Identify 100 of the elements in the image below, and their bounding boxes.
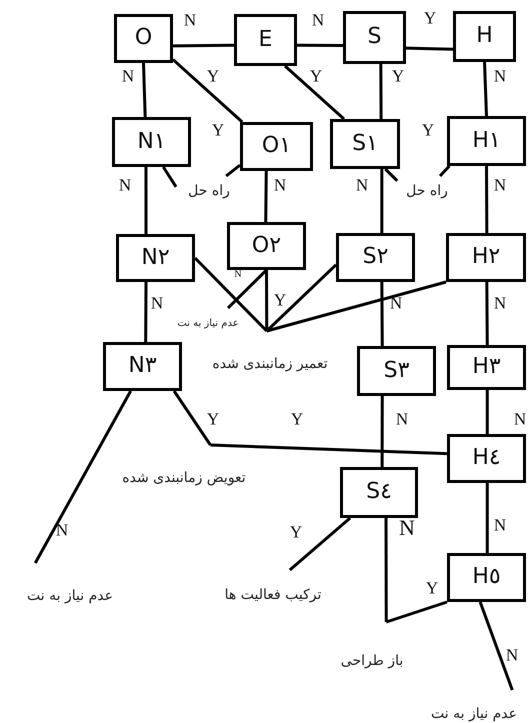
edge-label: N bbox=[184, 12, 196, 28]
outcome-text: عدم نیاز به نت bbox=[431, 706, 517, 723]
connector-line bbox=[485, 282, 489, 346]
edge-label: Y bbox=[424, 10, 436, 26]
connector-line bbox=[34, 390, 132, 564]
connector-line bbox=[384, 518, 388, 622]
edge-label: N bbox=[494, 294, 506, 312]
process-box bbox=[447, 434, 526, 483]
outcome-text: باز طراحی bbox=[340, 653, 404, 670]
connector-line bbox=[384, 168, 398, 182]
connector-line bbox=[210, 444, 448, 456]
connector-line bbox=[225, 164, 241, 178]
box-label: H١ bbox=[472, 128, 501, 154]
edge-label: N bbox=[234, 270, 242, 280]
connector-line bbox=[380, 396, 384, 467]
edge-label: N bbox=[396, 410, 408, 428]
box-label: N٢ bbox=[141, 244, 170, 272]
edge-label: N bbox=[356, 176, 368, 194]
process-box bbox=[343, 11, 406, 64]
connector-line bbox=[438, 164, 450, 178]
connector-line bbox=[485, 166, 488, 233]
process-box bbox=[240, 122, 313, 171]
box-label: O bbox=[134, 25, 152, 52]
process-box bbox=[447, 116, 526, 166]
connector-line bbox=[144, 167, 148, 234]
box-label: H٢ bbox=[472, 244, 500, 271]
connector-line bbox=[296, 44, 344, 47]
connector-line bbox=[478, 601, 514, 691]
box-label: H٥ bbox=[472, 564, 501, 591]
outcome-text: عدم نیاز به نت bbox=[177, 318, 239, 330]
connector-line bbox=[379, 64, 383, 120]
edge-label: N bbox=[399, 517, 415, 539]
box-label: S٤ bbox=[366, 479, 392, 506]
box-label: S bbox=[368, 24, 382, 51]
edge-label: N bbox=[494, 176, 506, 194]
box-label: S٢ bbox=[362, 244, 388, 271]
box-label: H bbox=[476, 23, 493, 50]
edge-label: N bbox=[494, 68, 506, 84]
edge-label: Y bbox=[422, 122, 434, 138]
connector-line bbox=[486, 483, 489, 553]
edge-label: N bbox=[514, 410, 526, 428]
connector-line bbox=[194, 256, 268, 332]
edge-label: Y bbox=[392, 68, 404, 84]
connector-line bbox=[172, 390, 212, 446]
process-box bbox=[234, 14, 297, 66]
outcome-text: ترکیب فعالیت ها bbox=[224, 587, 322, 604]
process-box bbox=[227, 222, 306, 270]
edge-label: N bbox=[56, 522, 68, 538]
connector-line bbox=[406, 46, 454, 51]
connector-line bbox=[162, 166, 178, 188]
edge-label: Y bbox=[310, 68, 322, 84]
edge-label: Y bbox=[274, 292, 286, 308]
edge-label: Y bbox=[426, 580, 438, 596]
edge-label: Y bbox=[290, 410, 304, 428]
box-label: N١ bbox=[137, 128, 166, 156]
process-box bbox=[453, 11, 516, 62]
edge-label: N bbox=[150, 294, 164, 312]
connector-line bbox=[144, 282, 148, 342]
outcome-text: راه حل bbox=[188, 183, 230, 200]
edge-label: Y bbox=[212, 122, 224, 138]
outcome-text: تعویض زمانبندی شده bbox=[122, 470, 246, 487]
edge-label: N bbox=[122, 68, 134, 84]
connector-line bbox=[380, 282, 384, 346]
edge-label: N bbox=[274, 176, 286, 194]
connector-line bbox=[266, 264, 338, 332]
connector-line bbox=[226, 268, 268, 310]
box-label: O٢ bbox=[252, 232, 282, 260]
process-box bbox=[114, 14, 173, 63]
connector-line bbox=[172, 44, 234, 48]
connector-line bbox=[172, 58, 244, 124]
outcome-text: عدم نیاز به نت bbox=[27, 588, 113, 605]
connector-line bbox=[483, 62, 488, 116]
process-box bbox=[330, 119, 400, 169]
box-label: S٣ bbox=[384, 358, 410, 384]
connector-line bbox=[264, 170, 268, 222]
edge-label: N bbox=[506, 646, 518, 664]
edge-label: N bbox=[312, 12, 324, 28]
process-box bbox=[357, 346, 436, 396]
connector-line bbox=[386, 600, 448, 624]
outcome-text: تعمیر زمانبندی شده bbox=[212, 356, 328, 373]
process-box bbox=[340, 467, 418, 518]
connector-line bbox=[265, 270, 268, 331]
connector-line bbox=[380, 169, 384, 233]
process-box bbox=[447, 553, 526, 602]
edge-label: N bbox=[118, 176, 132, 194]
box-label: N٣ bbox=[128, 353, 157, 380]
connector-line bbox=[288, 516, 352, 572]
process-box bbox=[336, 233, 415, 282]
edge-label: Y bbox=[206, 68, 220, 84]
process-box bbox=[446, 233, 526, 282]
edge-label: N bbox=[390, 294, 402, 312]
process-box bbox=[103, 342, 182, 391]
process-box bbox=[447, 345, 526, 390]
connector-line bbox=[486, 390, 489, 434]
process-box bbox=[112, 117, 191, 167]
edge-label: N bbox=[494, 516, 506, 534]
edge-label: Y bbox=[206, 410, 220, 428]
box-label: H٤ bbox=[472, 445, 501, 472]
box-label: O١ bbox=[262, 133, 292, 160]
connector-line bbox=[266, 280, 446, 332]
